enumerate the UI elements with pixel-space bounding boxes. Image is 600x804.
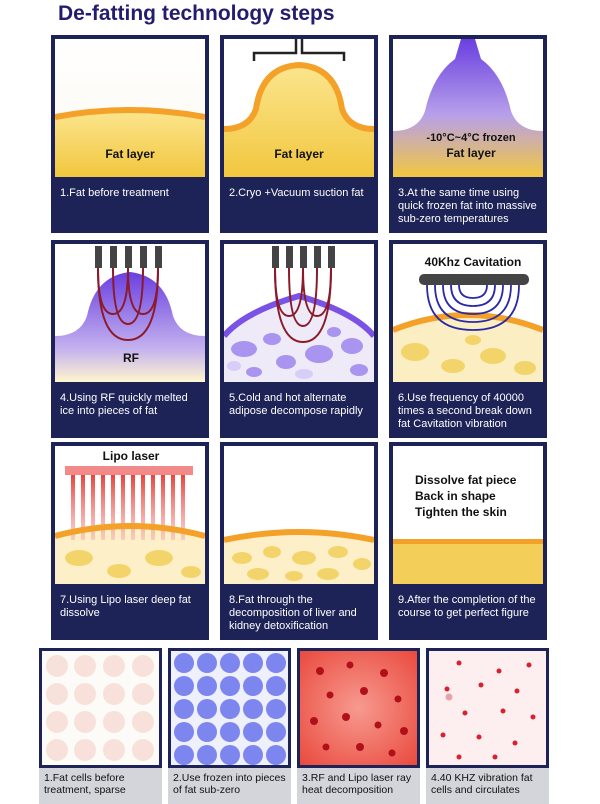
vacuum-suction-illustration: Fat layer [224,39,374,177]
cavitation-label: 40Khz Cavitation [425,255,522,269]
cell-caption: 4.40 KHZ vibration fat cells and circula… [426,768,549,804]
result-illustration: Dissolve fat piece Back in shape Tighten… [393,446,543,584]
cell-tile-3: 3.RF and Lipo laser ray heat decompositi… [297,648,420,804]
step-caption: 7.Using Lipo laser deep fat dissolve [60,594,191,619]
cell-caption: 2.Use frozen into pieces of fat sub-zero [168,768,291,804]
step-caption: 1.Fat before treatment [60,187,169,199]
step-card-1: Fat layer 1.Fat before treatment [51,35,209,233]
cavitation-illustration: 40Khz Cavitation [393,244,543,382]
temperature-label: -10°C~4°C frozen [426,132,515,144]
result-line-2: Back in shape [415,489,496,503]
cell-tile-1: 1.Fat cells before treatment, sparse [39,648,162,804]
step-caption: 8.Fat through the decomposition of liver… [229,594,357,632]
step-card-7: Lipo laser 7.Using Lipo laser deep fat d… [51,442,209,640]
alternate-hot-cold-illustration [224,244,374,382]
step-card-8: 8.Fat through the decomposition of liver… [220,442,378,640]
laser-head [65,466,193,475]
step-card-3: -10°C~4°C frozen Fat layer 3.At the same… [389,35,547,233]
fat-layer-label: Fat layer [105,147,155,161]
lipo-laser-label: Lipo laser [103,449,160,463]
result-line-1: Dissolve fat piece [415,473,517,487]
step-card-9: Dissolve fat piece Back in shape Tighten… [389,442,547,640]
cell-tile-2: 2.Use frozen into pieces of fat sub-zero [168,648,291,804]
step-caption: 3.At the same time using quick frozen fa… [398,187,537,225]
result-line-3: Tighten the skin [415,505,507,519]
page-title: De-fatting technology steps [58,2,335,25]
step-card-2: Fat layer 2.Cryo +Vacuum suction fat [220,35,378,233]
step-caption: 2.Cryo +Vacuum suction fat [229,187,364,199]
cell-tile-4: 4.40 KHZ vibration fat cells and circula… [426,648,549,804]
cavitation-probe [419,274,529,285]
step-card-5: 5.Cold and hot alternate adipose decompo… [220,240,378,438]
cell-caption: 1.Fat cells before treatment, sparse [39,768,162,804]
rf-illustration: RF [55,244,205,382]
detoxification-illustration [224,446,374,584]
step-caption: 5.Cold and hot alternate adipose decompo… [229,392,363,417]
step-card-4: RF 4.Using RF quickly melted ice into pi… [51,240,209,438]
heat-decomposition-illustration [300,651,417,765]
rf-label: RF [123,351,139,365]
step-caption: 9.After the completion of the course to … [398,594,536,619]
step-caption: 6.Use frequency of 40000 times a second … [398,392,532,430]
cell-caption: 3.RF and Lipo laser ray heat decompositi… [297,768,420,804]
fat-layer-label: Fat layer [446,146,496,160]
fat-layer-label: Fat layer [274,147,324,161]
step-card-6: 40Khz Cavitation 6.Use frequency of 4000… [389,240,547,438]
lipo-laser-illustration: Lipo laser [55,446,205,584]
step-caption: 4.Using RF quickly melted ice into piece… [60,392,188,417]
frozen-fat-cells-illustration [171,651,288,765]
vibration-circulation-illustration [429,651,546,765]
frozen-fat-illustration: -10°C~4°C frozen Fat layer [393,39,543,177]
sparse-fat-cells-illustration [42,651,159,765]
fat-layer-illustration: Fat layer [55,39,205,177]
